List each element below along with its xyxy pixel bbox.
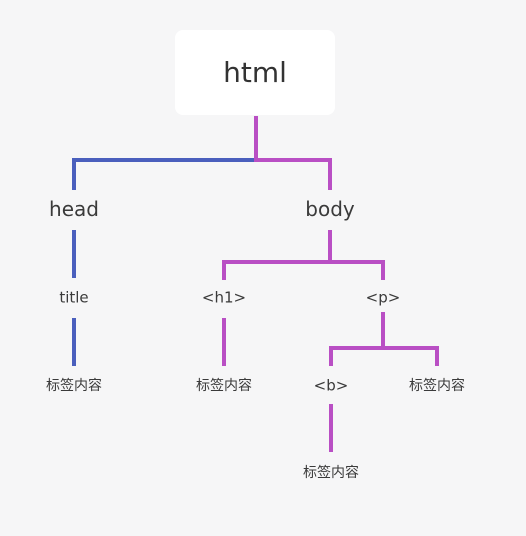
edge-p-children [329,312,439,366]
node-b-content: 标签内容 [303,465,359,481]
node-html: html [223,56,287,89]
node-h1: <h1> [201,288,247,307]
edge-html-head [72,158,256,190]
node-body: body [305,197,355,221]
node-head: head [49,197,99,221]
node-p: <p> [365,288,401,307]
edge-body-children [222,230,385,280]
node-h1-content: 标签内容 [196,378,252,394]
node-title-content: 标签内容 [46,378,102,394]
node-b: <b> [313,376,349,395]
node-title: title [59,288,89,307]
edge-html-body [254,116,332,190]
node-p-content: 标签内容 [409,378,465,394]
html-root-box: html [175,30,335,115]
